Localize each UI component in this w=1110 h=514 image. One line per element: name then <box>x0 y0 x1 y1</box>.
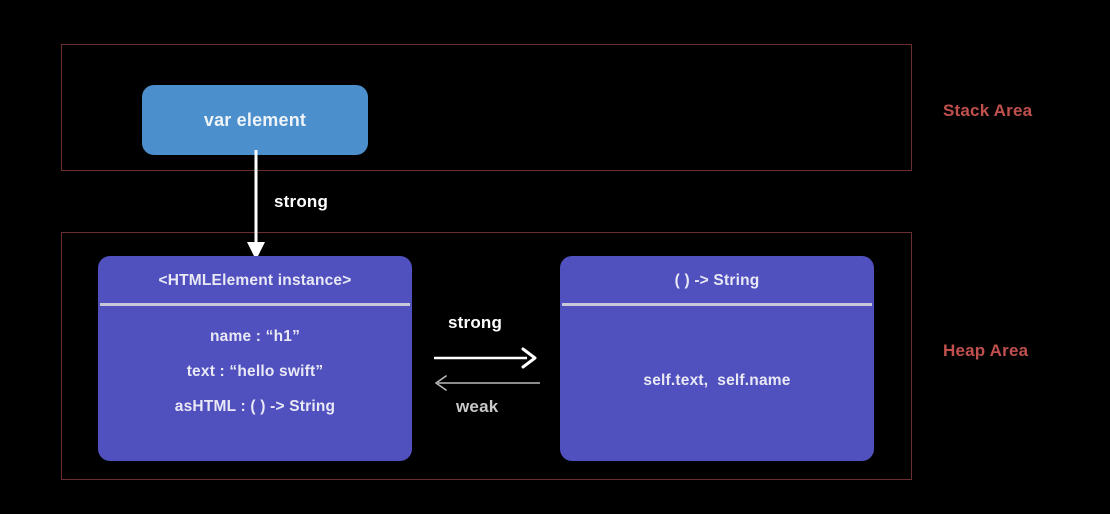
heap-closure-node: ( ) -> String self.text, self.name <box>560 256 874 461</box>
heap-instance-property-text: text : “hello swift” <box>186 363 324 380</box>
heap-closure-divider <box>562 303 872 306</box>
heap-closure-body: self.text, self.name <box>560 306 874 456</box>
heap-area-region <box>61 232 912 480</box>
strong-reference-arrow-vertical <box>247 150 265 260</box>
strong-reference-arrow-horizontal <box>434 347 537 369</box>
heap-instance-title: <HTMLElement instance> <box>158 272 352 289</box>
heap-instance-node: <HTMLElement instance> name : “h1” text … <box>98 256 412 461</box>
stack-variable-label: var element <box>203 109 307 130</box>
stack-area-label: Stack Area <box>943 101 1033 120</box>
heap-closure-captures: self.text, self.name <box>643 372 791 389</box>
heap-instance-property-ashtml: asHTML : ( ) -> String <box>174 398 336 415</box>
heap-area-label: Heap Area <box>943 341 1029 360</box>
strong-label-horizontal: strong <box>448 313 503 332</box>
strong-label-vertical: strong <box>274 192 329 211</box>
heap-instance-body: name : “h1” text : “hello swift” asHTML … <box>98 306 412 416</box>
weak-label-horizontal: weak <box>456 397 499 416</box>
stack-area-region <box>61 44 912 171</box>
heap-instance-divider <box>100 303 410 306</box>
weak-reference-arrow-horizontal <box>435 375 540 391</box>
stack-variable-node: var element <box>142 85 368 155</box>
heap-closure-title: ( ) -> String <box>674 272 760 289</box>
heap-instance-property-name: name : “h1” <box>209 328 301 345</box>
